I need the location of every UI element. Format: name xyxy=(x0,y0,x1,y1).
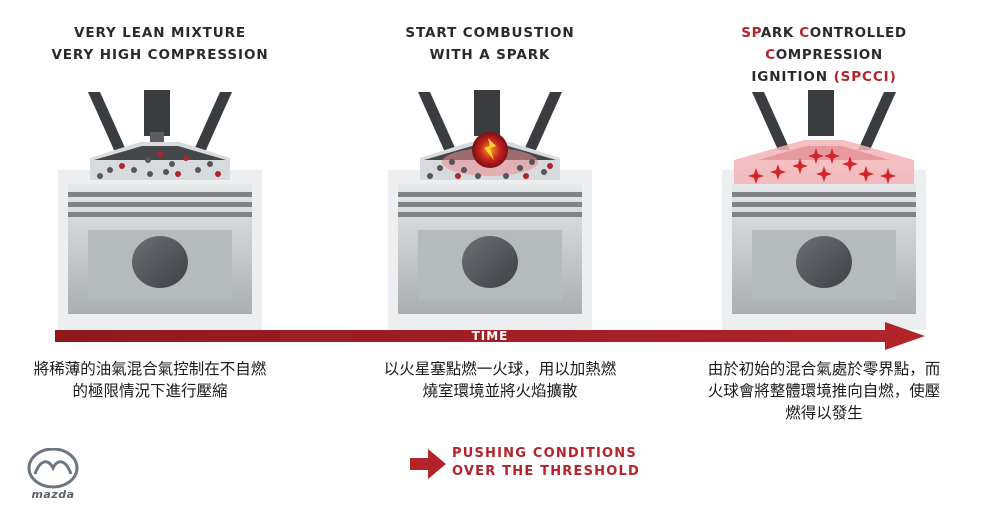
time-arrow-shape xyxy=(55,322,925,350)
piston-illustration xyxy=(722,90,926,330)
stage-panel-spcci: SPARK CONTROLLED COMPRESSION IGNITION (S… xyxy=(694,0,954,330)
stage-heading: SPARK CONTROLLED COMPRESSION IGNITION (S… xyxy=(694,22,954,88)
heading-seg: IGNITION xyxy=(751,69,834,85)
heading-seg: ONTROLLED xyxy=(809,25,907,41)
heading-seg: SP xyxy=(741,25,761,41)
stage-panel-lean-mixture: VERY LEAN MIXTURE VERY HIGH COMPRESSION xyxy=(30,0,290,330)
heading-seg: C xyxy=(765,47,776,63)
stage-panel-spark: START COMBUSTION WITH A SPARK xyxy=(360,0,620,330)
time-arrow: TIME xyxy=(55,322,925,350)
ignition-spark-icon xyxy=(748,148,896,184)
heading-seg: OMPRESSION xyxy=(775,47,883,63)
stage-caption-3: 由於初始的混合氣處於零界點，而火球會將整體環境推向自燃，使壓燃得以發生 xyxy=(707,360,941,422)
heading-seg: C xyxy=(799,25,810,41)
pushing-conditions-text: PUSHING CONDITIONS OVER THE THRESHOLD xyxy=(452,446,640,479)
stage-heading: VERY LEAN MIXTURE VERY HIGH COMPRESSION xyxy=(51,25,269,63)
mazda-logo: mazda xyxy=(22,447,84,506)
heading-seg: (SPCCI) xyxy=(833,69,897,85)
stage-caption-1: 將稀薄的油氣混合氣控制在不自燃的極限情況下進行壓縮 xyxy=(33,360,267,400)
mazda-wordmark: mazda xyxy=(31,488,75,501)
stage-heading: START COMBUSTION WITH A SPARK xyxy=(405,25,575,63)
time-label: TIME xyxy=(471,329,509,343)
heading-seg: ARK xyxy=(760,25,800,41)
red-arrow-icon xyxy=(410,449,446,479)
stage-caption-2: 以火星塞點燃一火球，用以加熱燃燒室環境並將火焰擴散 xyxy=(383,360,617,400)
mazda-emblem-icon xyxy=(27,447,79,489)
piston-illustration xyxy=(388,90,592,330)
piston-illustration xyxy=(58,90,262,330)
pushing-conditions-callout: PUSHING CONDITIONS OVER THE THRESHOLD xyxy=(410,445,670,485)
